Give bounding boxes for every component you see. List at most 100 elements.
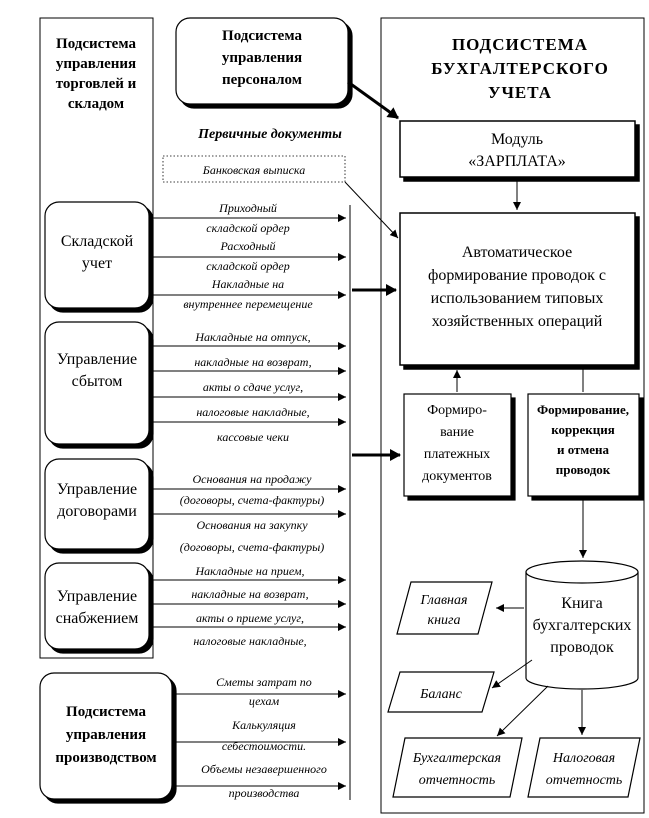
trade-title-line-4: складом bbox=[68, 96, 124, 112]
warehouse-doc-5: Накладные на bbox=[211, 277, 284, 291]
ledger-book-cylinder bbox=[525, 560, 639, 690]
supply-doc-3: акты о приеме услуг, bbox=[196, 611, 304, 625]
tax-report-line-2: отчетность bbox=[546, 773, 623, 788]
production-line-3: производством bbox=[55, 750, 156, 766]
general-ledger-line-1: Главная bbox=[419, 593, 467, 608]
production-doc-3: Калькуляция bbox=[231, 718, 296, 732]
personnel-line-3: персоналом bbox=[222, 72, 302, 88]
contracts-doc-1: Основания на продажу bbox=[193, 472, 313, 486]
bank-statement-box bbox=[162, 155, 346, 183]
production-doc-1: Сметы затрат по bbox=[216, 675, 312, 689]
production-doc-4: себестоимости. bbox=[222, 739, 306, 753]
accounting-title-line-3: УЧЕТА bbox=[488, 83, 552, 102]
accounting-title-line-2: БУХГАЛТЕРСКОГО bbox=[431, 59, 609, 78]
production-doc-5: Объемы незавершенного bbox=[201, 762, 327, 776]
personnel-line-1: Подсистема bbox=[222, 28, 302, 44]
contracts-line-2: договорами bbox=[57, 503, 137, 520]
warehouse-doc-2: складской ордер bbox=[206, 221, 290, 235]
trade-title-line-3: торговлей и bbox=[56, 76, 137, 92]
posting-edit-line-4: проводок bbox=[556, 462, 611, 477]
posting-edit-line-1: Формирование, bbox=[537, 402, 629, 417]
salary-module-line-2: «ЗАРПЛАТА» bbox=[468, 153, 566, 170]
warehouse-doc-6: внутреннее перемещение bbox=[183, 297, 313, 311]
accounting-subsystem-frame bbox=[380, 17, 645, 814]
supply-doc-arrows bbox=[152, 576, 346, 631]
production-doc-2: цехам bbox=[249, 694, 280, 708]
sales-line-2: сбытом bbox=[72, 373, 123, 390]
payment-docs-line-4: документов bbox=[422, 469, 492, 484]
accounting-report-line-2: отчетность bbox=[419, 773, 496, 788]
auto-posting-line-3: использованием типовых bbox=[431, 290, 604, 307]
ledger-book-line-2: бухгалтерских bbox=[533, 617, 632, 634]
sales-doc-3: акты о сдаче услуг, bbox=[203, 380, 303, 394]
salary-module-box bbox=[399, 120, 636, 178]
personnel-to-salary-arrow bbox=[347, 80, 399, 120]
contracts-doc-2: (договоры, счета-фактуры) bbox=[180, 493, 324, 507]
general-ledger-shape bbox=[396, 581, 493, 635]
flow-arrows bbox=[344, 80, 587, 737]
production-doc-6: производства bbox=[229, 786, 300, 800]
accounting-report-shape bbox=[392, 737, 523, 798]
ledger-to-report-arrow bbox=[496, 685, 549, 737]
ledger-to-balance-arrow bbox=[491, 659, 533, 689]
posting-edit-box bbox=[527, 393, 640, 497]
payment-docs-line-1: Формиро- bbox=[427, 403, 487, 418]
general-ledger-line-2: книга bbox=[428, 613, 461, 628]
sales-doc-5: кассовые чеки bbox=[217, 430, 289, 444]
auto-posting-box bbox=[399, 212, 636, 366]
production-subsystem-box bbox=[39, 672, 173, 800]
posting-edit-line-2: коррекция bbox=[551, 422, 615, 437]
warehouse-doc-1: Приходный bbox=[218, 201, 277, 215]
production-doc-arrows bbox=[175, 690, 346, 790]
auto-posting-line-4: хозяйственных операций bbox=[432, 313, 603, 330]
tax-report-line-1: Налоговая bbox=[552, 751, 615, 766]
ledger-book-line-3: проводок bbox=[550, 639, 614, 656]
bank-to-posting-arrow bbox=[344, 181, 399, 239]
balance-shape bbox=[387, 671, 495, 713]
supply-doc-2: накладные на возврат, bbox=[191, 587, 308, 601]
bank-statement-label: Банковская выписка bbox=[202, 163, 305, 177]
supply-doc-4: налоговые накладные, bbox=[193, 634, 306, 648]
primary-docs-label: Первичные документы bbox=[197, 127, 342, 142]
auto-posting-line-2: формирование проводок с bbox=[428, 267, 606, 284]
cylinder-body bbox=[525, 572, 639, 690]
sales-line-1: Управление bbox=[57, 351, 137, 368]
payment-docs-line-2: вание bbox=[440, 425, 474, 440]
trade-subsystem-frame bbox=[39, 17, 154, 659]
warehouse-doc-4: складской ордер bbox=[206, 259, 290, 273]
trade-title-line-2: управления bbox=[56, 56, 136, 72]
warehouse-doc-3: Расходный bbox=[219, 239, 275, 253]
supply-line-2: снабжением bbox=[56, 610, 139, 627]
auto-posting-line-1: Автоматическое bbox=[462, 244, 572, 261]
warehouse-doc-arrows bbox=[152, 214, 346, 299]
contracts-doc-3: Основания на закупку bbox=[196, 518, 308, 532]
warehouse-line-2: учет bbox=[82, 255, 112, 272]
trade-title-line-1: Подсистема bbox=[56, 36, 136, 52]
salary-module-line-1: Модуль bbox=[491, 131, 543, 148]
ledger-book-line-1: Книга bbox=[561, 595, 602, 612]
supply-line-1: Управление bbox=[57, 588, 137, 605]
posting-edit-line-3: и отмена bbox=[557, 442, 610, 457]
tax-report-shape bbox=[527, 737, 641, 798]
trade-subsystem-title: Подсистема управления торговлей и складо… bbox=[56, 36, 137, 112]
personnel-line-2: управления bbox=[222, 50, 302, 66]
sales-doc-2: накладные на возврат, bbox=[194, 355, 311, 369]
contracts-box bbox=[44, 458, 150, 550]
supply-box bbox=[44, 562, 150, 650]
contracts-doc-arrows bbox=[152, 485, 346, 518]
supply-doc-1: Накладные на прием, bbox=[194, 564, 304, 578]
balance-label: Баланс bbox=[419, 687, 462, 702]
cylinder-top bbox=[525, 560, 639, 584]
sales-doc-arrows bbox=[152, 342, 346, 426]
warehouse-line-1: Складской bbox=[61, 233, 134, 250]
sales-doc-1: Накладные на отпуск, bbox=[194, 330, 310, 344]
accounting-report-line-1: Бухгалтерская bbox=[412, 751, 501, 766]
production-line-2: управления bbox=[66, 727, 146, 743]
sales-box bbox=[44, 321, 150, 445]
contracts-doc-4: (договоры, счета-фактуры) bbox=[180, 540, 324, 554]
personnel-subsystem-box bbox=[175, 17, 349, 105]
payment-docs-line-3: платежных bbox=[424, 447, 490, 462]
contracts-line-1: Управление bbox=[57, 481, 137, 498]
production-line-1: Подсистема bbox=[66, 704, 146, 720]
